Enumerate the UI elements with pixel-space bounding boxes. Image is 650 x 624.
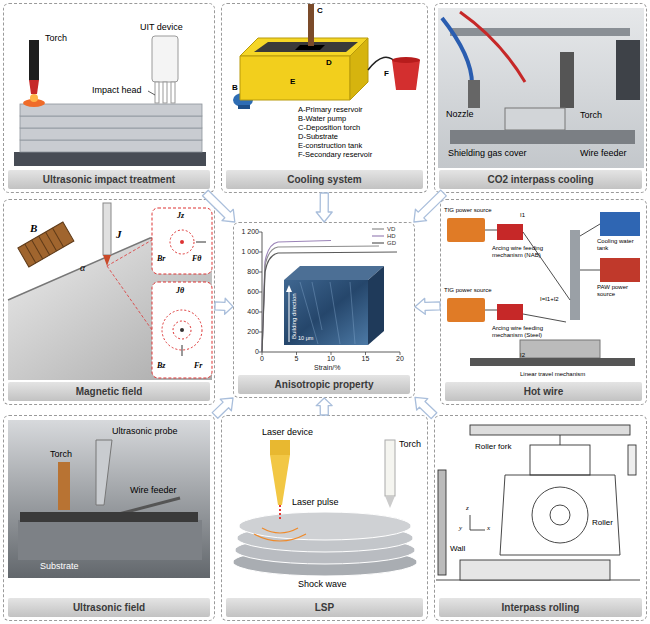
part-label: PAW power source bbox=[597, 284, 643, 297]
part-label: 10 μm bbox=[298, 335, 313, 341]
part-label: 1 000 bbox=[237, 248, 259, 256]
part-label: D-Substrate bbox=[298, 133, 338, 141]
part-label: 0 bbox=[252, 355, 272, 363]
block-arrow bbox=[215, 298, 233, 314]
part-label: E-construction tank bbox=[298, 142, 362, 150]
part-label: 600 bbox=[237, 288, 259, 296]
legend-text: VD bbox=[387, 226, 395, 232]
panel-title: Magnetic field bbox=[8, 382, 210, 401]
block-arrow bbox=[316, 193, 332, 222]
part-label: UIT device bbox=[140, 23, 183, 33]
part-label: Fθ bbox=[192, 255, 202, 264]
part-label: Torch bbox=[45, 34, 67, 44]
part-label: 10 bbox=[321, 355, 341, 363]
legend-text: HD bbox=[387, 233, 396, 239]
part-label: 200 bbox=[237, 328, 259, 336]
part-label: A-Primary reservoir bbox=[298, 106, 363, 114]
part-label: Laser pulse bbox=[292, 498, 339, 508]
part-label: 20 bbox=[390, 355, 410, 363]
panel-box: LSP bbox=[221, 415, 428, 621]
part-label: Arcing wire feeding mechanism (NAB) bbox=[492, 245, 548, 258]
panel-title: LSP bbox=[226, 598, 423, 617]
panel-title: Cooling system bbox=[226, 170, 423, 189]
part-label: Wire feeder bbox=[580, 149, 627, 159]
part-label: Roller bbox=[592, 519, 613, 528]
panel-title: CO2 interpass cooling bbox=[439, 170, 642, 189]
part-label: Cooling water tank bbox=[597, 238, 643, 251]
part-label: 5 bbox=[287, 355, 307, 363]
part-label: TIG power source bbox=[444, 207, 492, 214]
part-label: Jθ bbox=[176, 287, 184, 296]
part-label: Substrate bbox=[40, 562, 79, 572]
part-label: Strain/% bbox=[314, 364, 340, 372]
part-label: Nozzle bbox=[446, 110, 474, 120]
panel-box: Anisotropic property bbox=[233, 222, 415, 398]
part-label: x bbox=[487, 525, 490, 533]
part-label: Torch bbox=[580, 111, 602, 121]
part-label: Jz bbox=[177, 212, 184, 221]
part-label: Bz bbox=[157, 362, 165, 371]
part-label: 1 200 bbox=[237, 228, 259, 236]
panel-title: Interpass rolling bbox=[439, 598, 642, 617]
part-label: Ultrasonic probe bbox=[112, 427, 178, 437]
part-label: α bbox=[80, 262, 85, 273]
part-label: y bbox=[459, 525, 462, 533]
part-label: B-Water pump bbox=[298, 115, 346, 123]
part-label: 400 bbox=[237, 308, 259, 316]
part-label: Roller fork bbox=[475, 443, 511, 452]
part-label: Shielding gas cover bbox=[448, 149, 527, 159]
part-label: C-Deposition torch bbox=[298, 124, 360, 132]
part-label: E bbox=[290, 78, 295, 87]
panel-title: Anisotropic property bbox=[238, 375, 410, 394]
part-label: z bbox=[466, 505, 469, 513]
part-label: Building direction bbox=[291, 293, 298, 339]
part-label: Torch bbox=[50, 450, 72, 460]
panel-box: Ultrasonic impact treatment bbox=[3, 3, 215, 193]
legend-text: GD bbox=[387, 240, 396, 246]
part-label: I=I1+I2 bbox=[540, 296, 559, 303]
part-label: I2 bbox=[520, 352, 525, 359]
part-label: TIG power source bbox=[444, 287, 492, 294]
part-label: Wall bbox=[450, 545, 465, 554]
panel-box: Interpass rolling bbox=[434, 415, 647, 621]
panel-box: Cooling system bbox=[221, 3, 428, 193]
part-label: Impact head bbox=[92, 86, 142, 96]
part-label: Br bbox=[157, 255, 165, 264]
panel-title: Hot wire bbox=[445, 382, 642, 401]
part-label: Laser device bbox=[262, 428, 313, 438]
part-label: I1 bbox=[520, 212, 525, 219]
part-label: 15 bbox=[356, 355, 376, 363]
part-label: B bbox=[232, 84, 238, 93]
part-label: Torch bbox=[399, 440, 421, 450]
part-label: 800 bbox=[237, 268, 259, 276]
part-label: Wire feeder bbox=[130, 486, 177, 496]
part-label: C bbox=[317, 7, 323, 16]
part-label: Shock wave bbox=[298, 580, 347, 590]
part-label: D bbox=[326, 59, 332, 68]
part-label: 0 bbox=[237, 348, 259, 356]
panel-box: Ultrasonic field bbox=[3, 415, 215, 621]
panel-box: CO2 interpass cooling bbox=[434, 3, 647, 193]
part-label: F-Secondary reservoir bbox=[298, 151, 372, 159]
part-label: F bbox=[384, 70, 389, 79]
part-label: Arcing wire feeding mechanism (Steel) bbox=[492, 325, 548, 338]
part-label: J bbox=[116, 228, 122, 240]
part-label: Linear travel mechanism bbox=[520, 371, 585, 378]
panel-title: Ultrasonic impact treatment bbox=[8, 170, 210, 189]
block-arrow bbox=[415, 298, 440, 314]
part-label: B bbox=[30, 222, 37, 234]
part-label: Fr bbox=[194, 362, 202, 371]
block-arrow bbox=[316, 398, 332, 415]
panel-title: Ultrasonic field bbox=[8, 598, 210, 617]
